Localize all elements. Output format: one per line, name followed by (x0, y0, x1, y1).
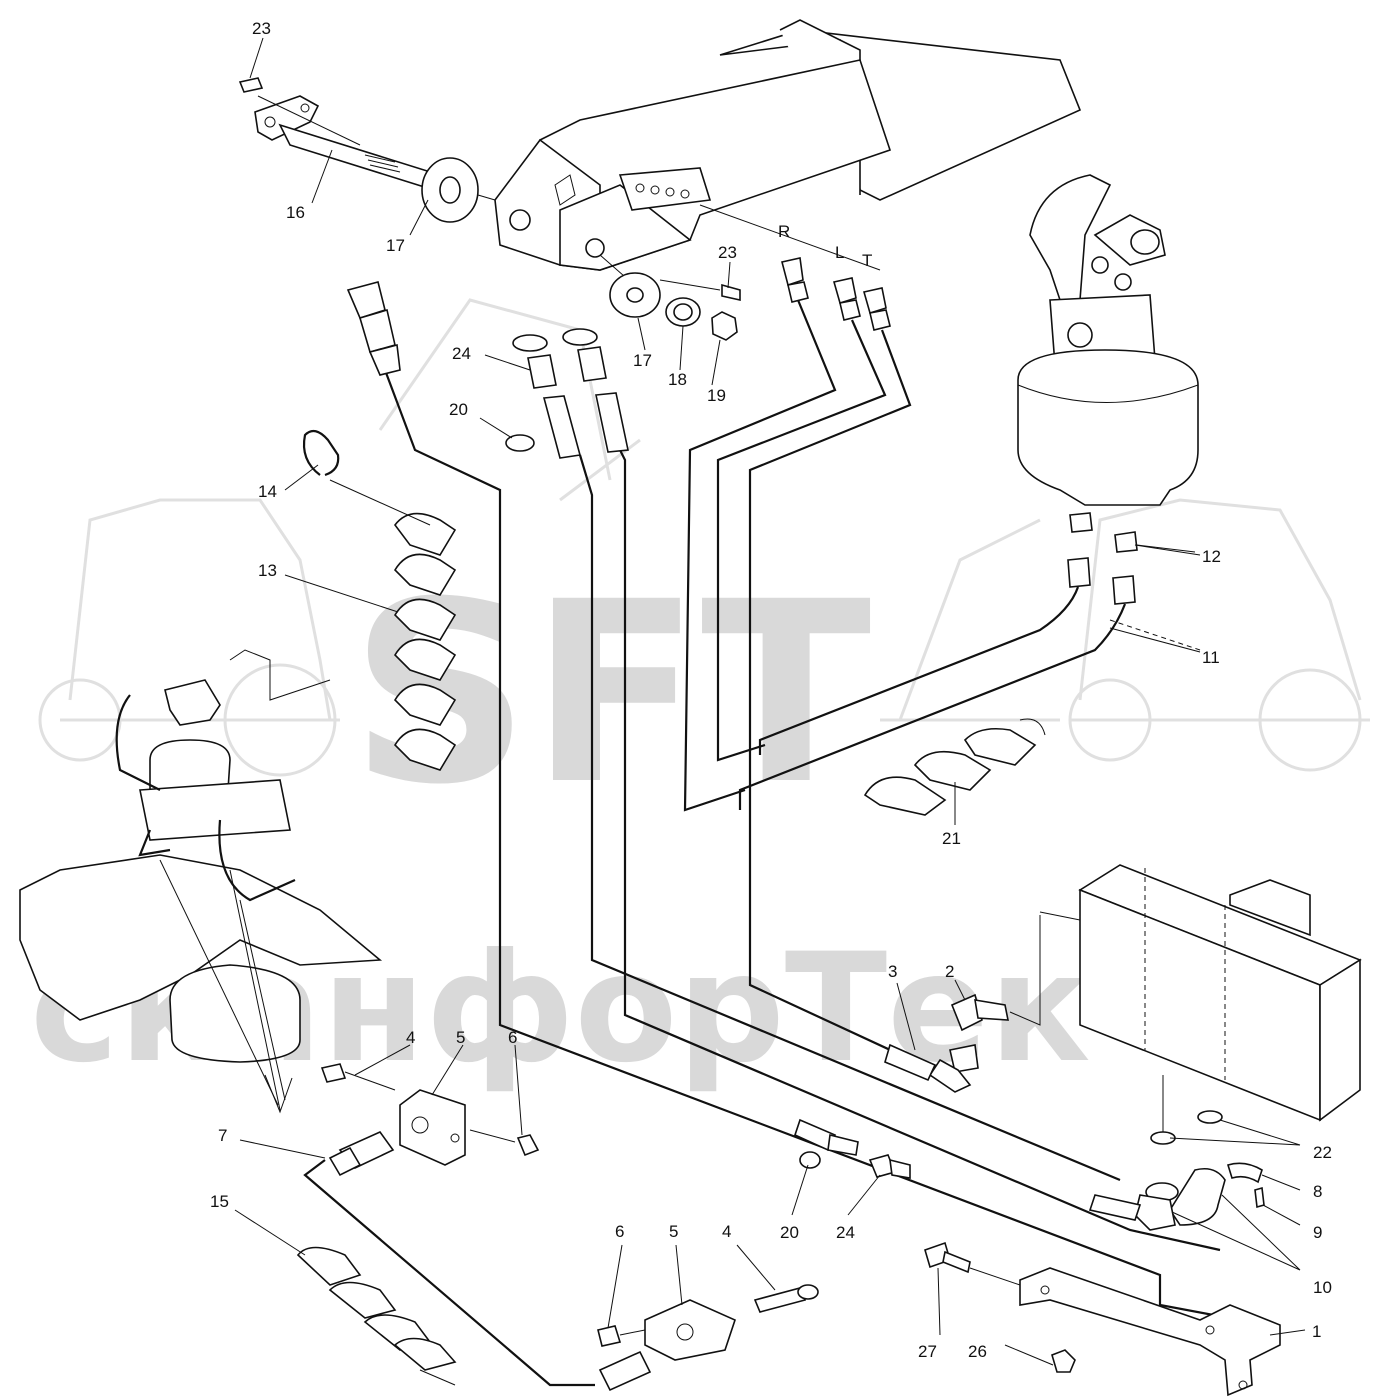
callout-1: 1 (1312, 1322, 1321, 1341)
spiral-guard-15 (296, 1246, 457, 1386)
callout-21: 21 (942, 829, 961, 848)
flange-assembly (599, 254, 741, 341)
callout-5: 5 (669, 1222, 678, 1241)
port-label-l: L (835, 243, 844, 262)
callout-6: 6 (508, 1028, 517, 1047)
callout-9: 9 (1313, 1223, 1322, 1242)
callout-4: 4 (722, 1222, 731, 1241)
callout-15: 15 (210, 1192, 229, 1211)
callout-10: 10 (1313, 1278, 1332, 1297)
callout-4: 4 (406, 1028, 415, 1047)
callout-16: 16 (286, 203, 305, 222)
block-assembly-lower (597, 1284, 819, 1392)
bracket-assembly (924, 1241, 1281, 1397)
rotator-hoses (738, 557, 1201, 810)
port-label-r: R (778, 222, 790, 241)
callout-2: 2 (945, 962, 954, 981)
callout-27: 27 (918, 1342, 937, 1361)
spiral-guard-21 (863, 718, 1046, 816)
pin-assembly (238, 77, 496, 223)
leader-lines (234, 37, 1306, 1366)
callout-3: 3 (888, 962, 897, 981)
callout-12: 12 (1202, 547, 1221, 566)
callout-23: 23 (252, 19, 271, 38)
spiral-guard-13 (302, 429, 457, 771)
callout-18: 18 (668, 370, 687, 389)
callout-11: 11 (1202, 648, 1220, 667)
callout-24: 24 (836, 1223, 855, 1242)
callout-labels: 23 16 17 23 17 18 19 24 20 14 13 12 11 2… (210, 19, 1332, 1361)
block-assembly-upper (320, 1063, 540, 1177)
crane-arm (494, 19, 1082, 271)
callout-7: 7 (218, 1126, 227, 1145)
callout-22: 22 (1313, 1143, 1332, 1162)
motor-arrows (159, 859, 293, 1114)
callout-19: 19 (707, 386, 726, 405)
rlt-fittings (699, 204, 891, 331)
callout-17: 17 (386, 236, 405, 255)
callout-6: 6 (615, 1222, 624, 1241)
main-hoses (303, 299, 1241, 1387)
elbow-fitting (884, 915, 1041, 1093)
watermark-graphic (38, 298, 1370, 777)
tank-fittings (1088, 1075, 1265, 1231)
callout-23: 23 (718, 243, 737, 262)
rotator (1017, 174, 1199, 553)
port-label-t: T (862, 251, 872, 270)
callout-26: 26 (968, 1342, 987, 1361)
callout-17: 17 (633, 351, 652, 370)
callout-20: 20 (780, 1223, 799, 1242)
callout-20: 20 (449, 400, 468, 419)
callout-5: 5 (456, 1028, 465, 1047)
hydraulic-tank (1039, 864, 1362, 1122)
callout-24: 24 (452, 344, 471, 363)
middle-fittings (794, 1118, 911, 1179)
callout-14: 14 (258, 482, 277, 501)
callout-8: 8 (1313, 1182, 1322, 1201)
hose-ends-upper (346, 281, 629, 459)
callout-13: 13 (258, 561, 277, 580)
slewing-motor (19, 649, 383, 1063)
